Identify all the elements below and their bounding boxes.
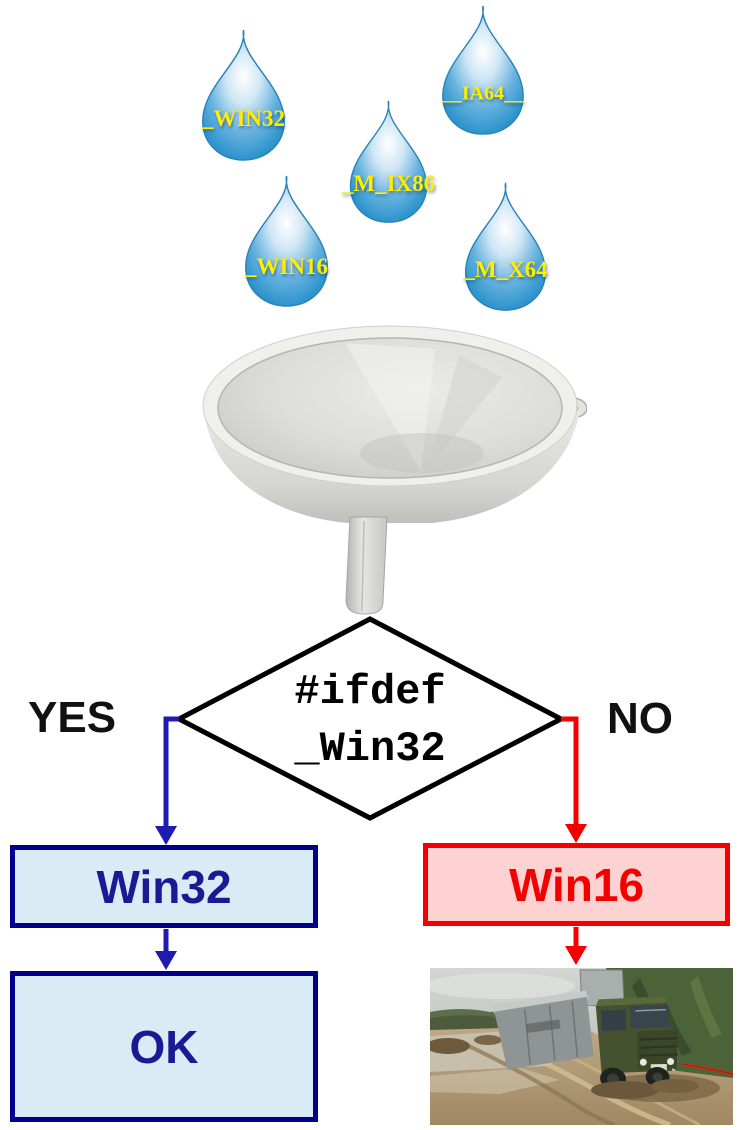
no-connector bbox=[561, 716, 579, 829]
win16-to-photo-arrowhead-icon bbox=[565, 946, 587, 965]
win16-box-label: Win16 bbox=[508, 858, 645, 911]
decision-line1: #ifdef bbox=[294, 668, 446, 716]
drop-label: _M_IX86 bbox=[341, 171, 436, 196]
ok-box-label: OK bbox=[129, 1020, 199, 1073]
win32-box: Win32 bbox=[10, 845, 318, 928]
no-arrowhead-icon bbox=[565, 824, 587, 843]
macro-drop-ia64: __IA64__ bbox=[432, 4, 534, 136]
macro-drop-m-x64: _M_X64 bbox=[456, 181, 555, 312]
stuck-truck-photo bbox=[430, 968, 733, 1125]
macro-drop-win32: _WIN32 bbox=[195, 27, 292, 163]
decision-line2: _Win32 bbox=[294, 725, 446, 773]
no-label: NO bbox=[607, 694, 673, 743]
macro-drop-win16: _WIN16 bbox=[238, 170, 335, 312]
ok-box: OK bbox=[10, 971, 318, 1122]
truck-illustration bbox=[491, 969, 678, 1090]
win16-box: Win16 bbox=[423, 843, 730, 926]
macro-drop-m-ix86: _M_IX86 bbox=[338, 99, 439, 224]
win32-to-ok-arrowhead-icon bbox=[155, 951, 177, 970]
drop-label: __IA64__ bbox=[441, 82, 525, 105]
decision-diamond bbox=[173, 616, 567, 821]
yes-connector bbox=[163, 716, 179, 831]
decision-text: #ifdef _Win32 bbox=[258, 664, 482, 778]
drop-label: _WIN16 bbox=[244, 253, 329, 279]
win32-box-label: Win32 bbox=[96, 860, 232, 913]
drop-label: _WIN32 bbox=[201, 106, 286, 132]
drop-label: _M_X64 bbox=[463, 257, 548, 283]
funnel-illustration bbox=[202, 325, 587, 615]
yes-label: YES bbox=[28, 693, 117, 742]
yes-arrowhead-icon bbox=[155, 826, 177, 845]
